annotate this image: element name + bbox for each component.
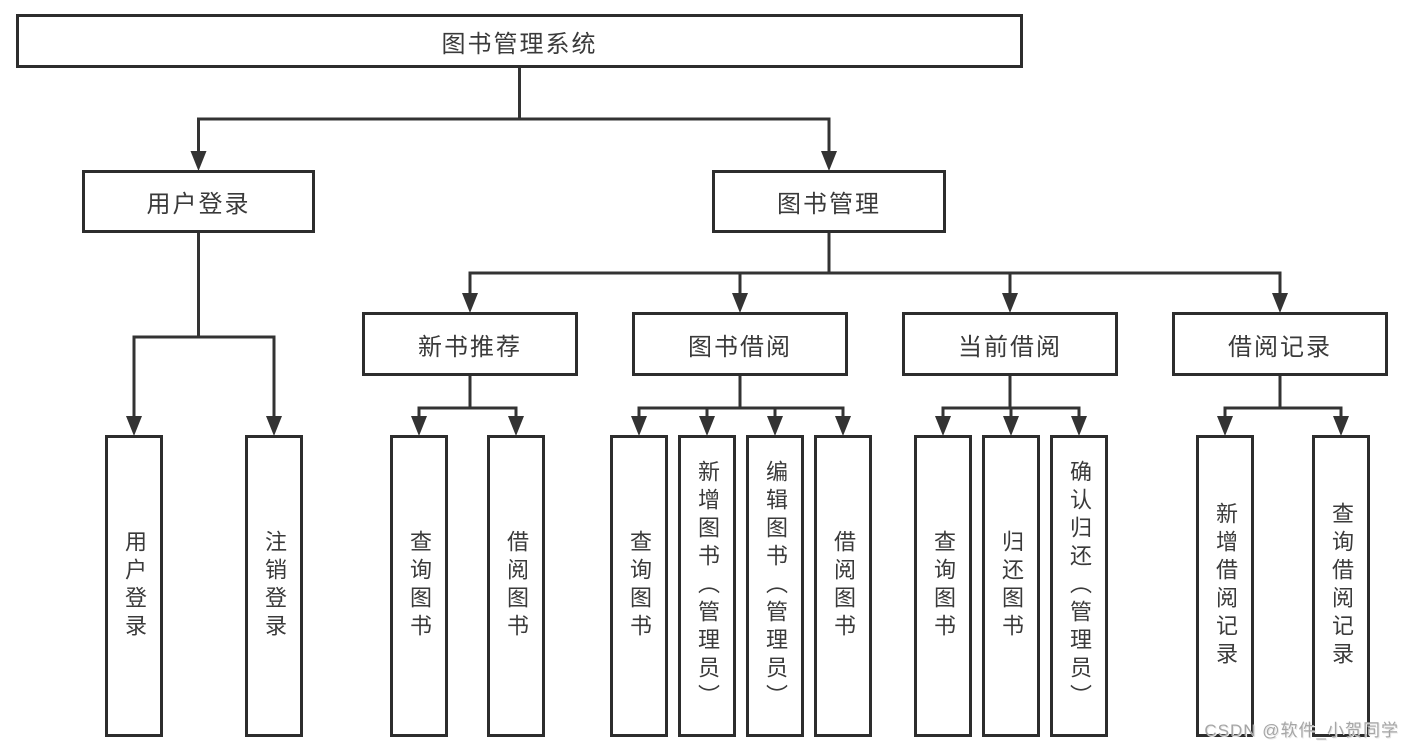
node-mgmt: 图书管理 <box>712 170 946 233</box>
node-h-add: 新增借阅记录 <box>1196 435 1254 737</box>
node-c-confirm: 确认归还（管理员） <box>1050 435 1108 737</box>
node-b-edit: 编辑图书（管理员） <box>746 435 804 737</box>
node-login: 用户登录 <box>82 170 315 233</box>
node-b-add: 新增图书（管理员） <box>678 435 736 737</box>
node-logout: 注销登录 <box>245 435 303 737</box>
arrowhead-icon <box>1272 293 1288 313</box>
arrowhead-icon <box>767 416 783 436</box>
node-user-login: 用户登录 <box>105 435 163 737</box>
node-borrow: 图书借阅 <box>632 312 848 376</box>
arrowhead-icon <box>508 416 524 436</box>
node-b-query: 查询图书 <box>610 435 668 737</box>
arrowhead-icon <box>835 416 851 436</box>
watermark: CSDN @软件_小贺同学 <box>1204 721 1399 740</box>
node-root: 图书管理系统 <box>16 14 1023 68</box>
arrowhead-icon <box>1071 416 1087 436</box>
node-b-borrow: 借阅图书 <box>814 435 872 737</box>
node-rec-query: 查询图书 <box>390 435 448 737</box>
arrowhead-icon <box>126 416 142 436</box>
arrowhead-icon <box>1003 416 1019 436</box>
node-h-query: 查询借阅记录 <box>1312 435 1370 737</box>
node-rec-borrow: 借阅图书 <box>487 435 545 737</box>
arrowhead-icon <box>631 416 647 436</box>
node-c-query: 查询图书 <box>914 435 972 737</box>
arrowhead-icon <box>821 151 837 171</box>
node-history: 借阅记录 <box>1172 312 1388 376</box>
node-current: 当前借阅 <box>902 312 1118 376</box>
arrowhead-icon <box>732 293 748 313</box>
arrowhead-icon <box>1217 416 1233 436</box>
node-rec: 新书推荐 <box>362 312 578 376</box>
arrowhead-icon <box>935 416 951 436</box>
arrowhead-icon <box>266 416 282 436</box>
arrowhead-icon <box>190 151 207 171</box>
arrowhead-icon <box>1002 293 1018 313</box>
arrowhead-icon <box>1333 416 1349 436</box>
arrowhead-icon <box>411 416 427 436</box>
node-c-return: 归还图书 <box>982 435 1040 737</box>
arrowhead-icon <box>699 416 715 436</box>
arrowhead-icon <box>462 293 478 313</box>
